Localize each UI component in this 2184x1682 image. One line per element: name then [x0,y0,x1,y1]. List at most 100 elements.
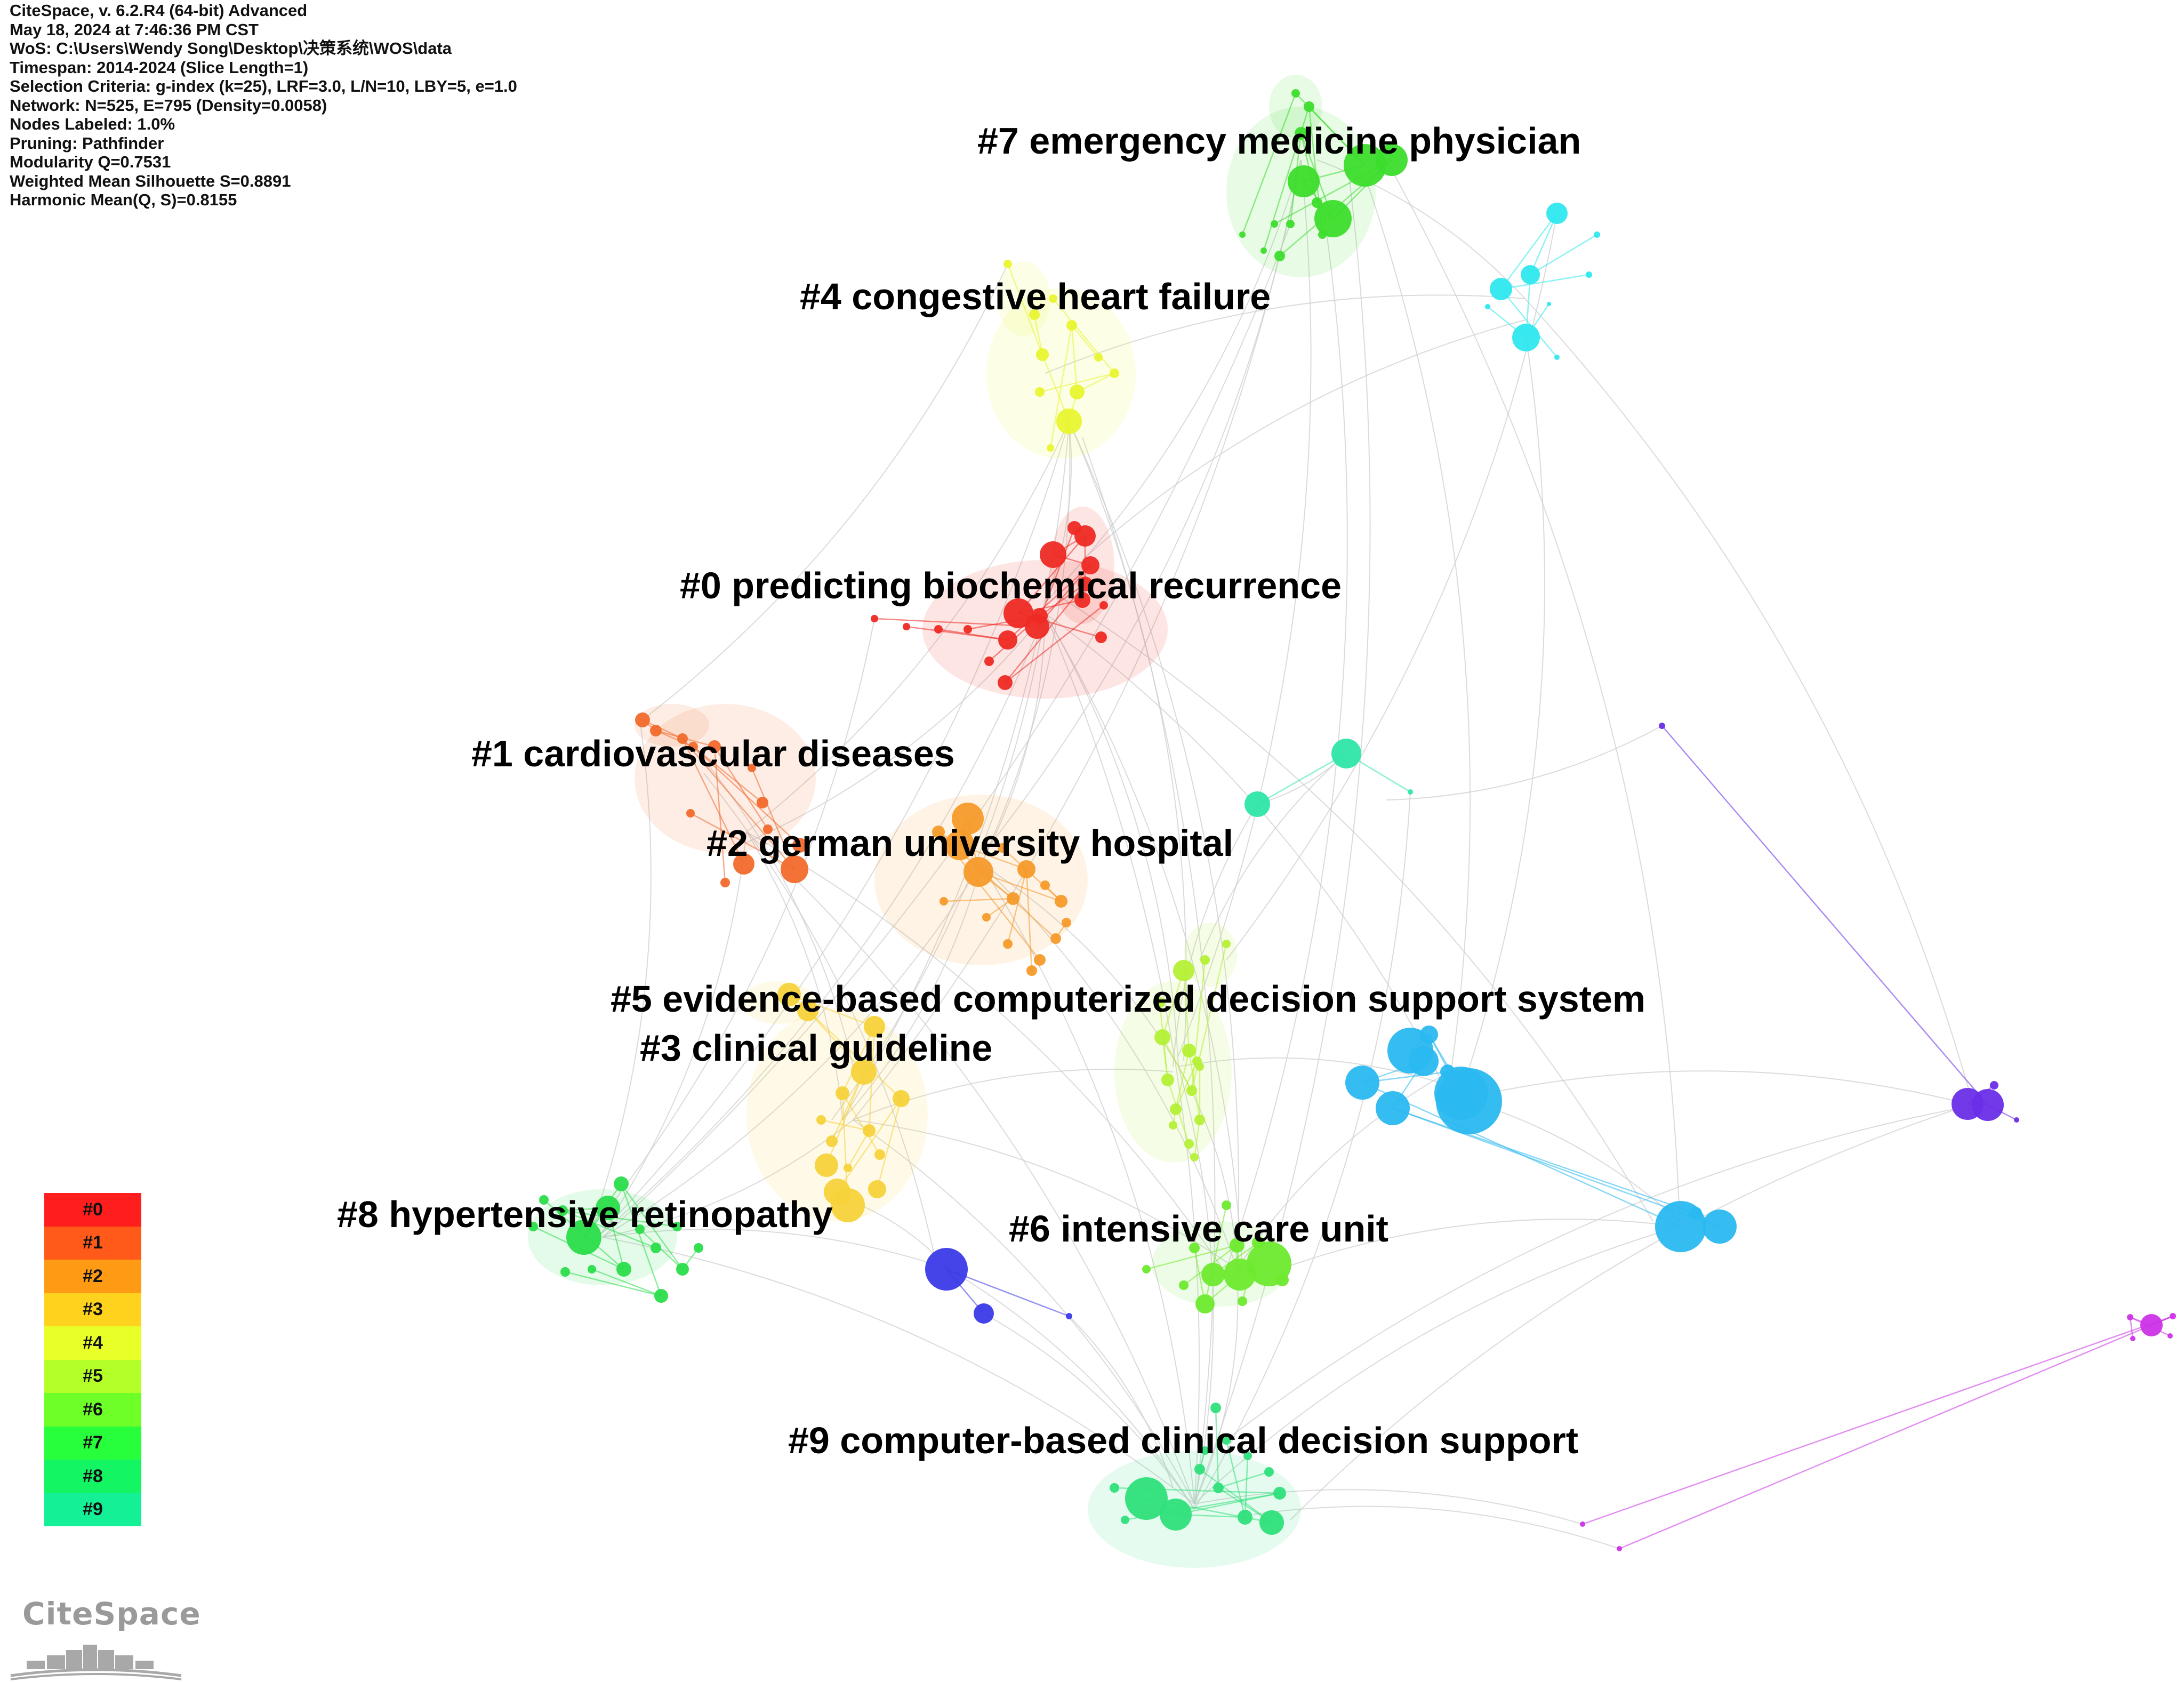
network-node [851,1059,877,1085]
network-node [1291,89,1300,98]
network-node [757,797,768,808]
cluster-link [1175,1050,1190,1110]
network-edge [1082,319,1525,560]
network-node [1049,294,1057,303]
cluster-link [789,994,875,1028]
network-node [1029,309,1040,320]
network-edge [746,831,1195,1504]
network-node [1195,1294,1215,1313]
cluster-link [713,746,726,883]
legend-item-5[interactable]: #5 [44,1359,141,1393]
network-node [1213,1483,1224,1493]
network-node [528,1222,538,1231]
cluster-link [1257,752,1347,805]
network-edge [1524,298,1973,1104]
legend-item-3[interactable]: #3 [44,1293,141,1326]
cluster-label-1[interactable]: #1 cardiovascular diseases [471,733,955,774]
network-edge [1194,791,1411,1510]
network-node [1036,348,1049,361]
network-node [984,656,994,666]
cluster-link [1071,325,1078,393]
network-node [1972,1089,2004,1121]
network-edge [597,613,1046,1238]
cluster-label-5[interactable]: #5 evidence-based computerized decision … [611,978,1645,1020]
legend-item-8[interactable]: #8 [44,1460,141,1493]
network-node [940,897,948,906]
network-node [1003,260,1012,268]
legend-item-1[interactable]: #1 [44,1226,141,1260]
network-node [792,838,807,853]
cluster-link [682,738,795,870]
legend-item-0[interactable]: #0 [44,1193,141,1227]
network-edge [1045,613,1243,1270]
cluster-link [821,1119,870,1132]
network-node [539,1195,549,1205]
network-node [998,675,1013,690]
legend-item-7[interactable]: #7 [44,1426,141,1460]
network-edges [591,159,1973,1549]
cluster-label-9[interactable]: #9 computer-based clinical decision supp… [788,1420,1578,1461]
network-edge [853,1119,1238,1270]
network-node [831,1188,865,1222]
cluster-link [1241,93,1297,235]
cluster-label-2[interactable]: #2 german university hospital [706,822,1233,864]
network-node [934,625,943,634]
network-node [1286,220,1295,228]
legend-item-4[interactable]: #4 [44,1326,141,1360]
cluster-link [1053,298,1115,374]
network-edge [591,719,652,1227]
cluster-link [1225,1439,1246,1518]
cluster-link [693,746,763,803]
cluster-label-8[interactable]: #8 hypertensive retinopathy [337,1194,833,1235]
network-edge [1252,1505,1620,1549]
cluster-link [1005,605,1104,683]
cluster-link [639,1229,683,1270]
network-edge [1194,175,1371,1504]
cluster-link [847,1130,870,1168]
network-node [1034,954,1046,966]
cluster-label-7[interactable]: #7 emergency medicine physician [977,120,1581,162]
info-line-network: Network: N=525, E=795 (Density=0.0058) [10,95,327,115]
cluster-area [635,704,709,747]
network-node [963,857,993,887]
network-edge [1045,421,1072,603]
network-edge [1178,1057,1440,1083]
network-node [1007,892,1019,905]
network-node [560,1267,570,1277]
cluster-label-0[interactable]: #0 predicting biochemical recurrence [680,565,1342,606]
network-node [566,1220,601,1255]
network-edge [1279,1219,1680,1270]
legend-item-9[interactable]: #9 [44,1493,141,1526]
network-node [2014,1117,2019,1123]
network-node [2127,1314,2133,1320]
legend-item-6[interactable]: #6 [44,1393,141,1427]
network-node [1485,304,1490,309]
cluster-label-4[interactable]: #4 congestive heart failure [800,276,1271,317]
cluster-link [1582,1315,2173,1525]
network-node [1169,1121,1177,1130]
network-node [596,1196,620,1220]
network-node [1081,556,1099,574]
cluster-label-3[interactable]: #3 clinical guideline [640,1027,992,1069]
network-node [1547,302,1551,306]
network-edge [602,831,747,1232]
network-edge [1045,613,1440,1078]
network-node [676,1263,689,1276]
network-edge [1460,337,1545,1094]
cluster-link [1500,289,1557,358]
network-edge [983,1313,1195,1510]
network-node [826,1135,838,1147]
network-node [797,1000,818,1021]
network-edge [1178,159,1312,1056]
cluster-link [1244,1455,1249,1518]
network-node [1040,880,1050,890]
cluster-label-6[interactable]: #6 intensive care unit [1009,1208,1388,1250]
network-node [1201,1446,1209,1455]
legend-item-2[interactable]: #2 [44,1260,141,1293]
cluster-link [938,628,1008,641]
cluster-link [1039,372,1115,393]
network-edge [1386,159,1680,1222]
network-node [1066,320,1077,331]
network-edge [1199,753,1347,960]
network-node [1409,1046,1439,1076]
